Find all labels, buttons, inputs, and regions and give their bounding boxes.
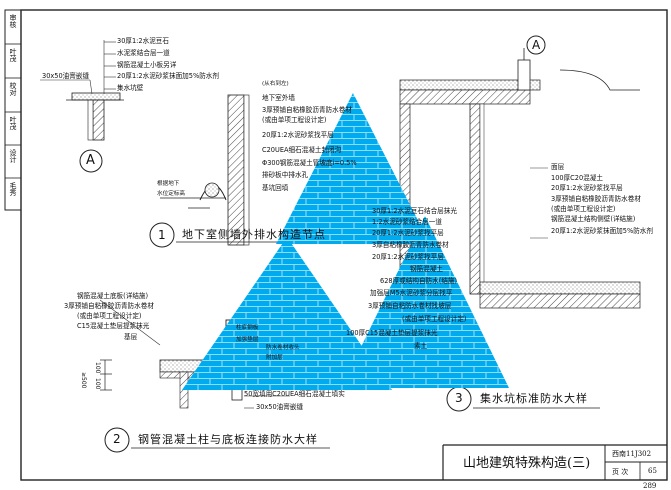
- detail-a-note-5: 集水坑壁: [117, 84, 144, 92]
- detail-3-left-note-1: 30厚1:2水泥豆石结合层抹光: [372, 207, 457, 215]
- detail-3-right-note-4: 3厚预铺自粘橡胶沥青防水卷材: [551, 195, 641, 203]
- detail-3-right-note-7: 20厚1:2水泥砂浆抹面加5%防水剂: [551, 227, 653, 235]
- detail-1-direction: (从右到左): [262, 81, 289, 87]
- page-number: 65: [648, 467, 657, 475]
- detail-a-note-2: 水泥浆结合层一道: [117, 49, 170, 57]
- detail-1-note-1: 地下室外墙: [262, 94, 295, 102]
- sidebar-label-6: 毛秀: [9, 182, 17, 196]
- page-label: 页 次: [612, 468, 629, 476]
- sheet-title: 山地建筑特殊构造(三): [463, 456, 591, 471]
- detail-1-note-5: C20UEA细石混凝土封闭沟: [262, 146, 342, 154]
- detail-3-right-note-6: 钢筋混凝土结构侧壁(详结施): [551, 215, 636, 223]
- detail-a-strip-label: 30x50油膏嵌缝: [42, 72, 90, 80]
- detail-1-side-label-1: 根据地下: [157, 181, 180, 187]
- detail-1-title: 地下室侧墙外排水构造节点: [182, 228, 326, 241]
- detail-2-inner-note-3: 防水卷材收头: [266, 345, 300, 351]
- sheet-number: 289: [643, 482, 657, 490]
- detail-3-left-note-12: 素土: [414, 342, 428, 350]
- detail-3-marker: A: [532, 38, 541, 52]
- detail-2-inner-note-2: 加强垫层: [236, 337, 259, 343]
- sheet-frame: [20, 9, 668, 481]
- detail-a-marker: A: [86, 153, 95, 168]
- detail-1-side-label-2: 水位定标高: [157, 191, 185, 197]
- detail-3-left-note-6: 钢筋混凝土: [410, 265, 443, 273]
- detail-3-right-note-3: 20厚1:2水泥砂浆找平层: [551, 184, 623, 192]
- detail-3-right-note-2: 100厚C20混凝土: [551, 174, 603, 182]
- detail-3-title: 集水坑标准防水大样: [480, 392, 588, 405]
- detail-2-inner-note-4: 附加层: [266, 355, 283, 361]
- detail-2-dim-2: 100: [94, 362, 101, 374]
- detail-3-number: 3: [455, 391, 463, 405]
- detail-3-left-note-10: (或由单项工程设计定): [402, 315, 467, 323]
- detail-3-left-note-9: 3厚预铺自粘防水卷材找坡层: [368, 302, 452, 310]
- detail-2-number: 2: [113, 432, 121, 446]
- detail-2-note-2: 3厚预铺自粘橡胶沥青防水卷材: [64, 302, 154, 310]
- detail-3-left-note-5: 20厚1:2水泥砂浆找平层: [372, 253, 444, 261]
- detail-2-inner-note-1: 柱底钢板: [236, 325, 259, 331]
- detail-a-note-4: 20厚1:2水泥砂浆抹面加5%防水剂: [117, 72, 219, 80]
- detail-2-dim-3: 100: [94, 378, 101, 390]
- atlas-number: 西南11J302: [612, 450, 652, 458]
- detail-1-drawing: [149, 94, 330, 248]
- detail-3-left-note-7: 628厚或结构自防水(结施): [380, 277, 458, 285]
- detail-1-note-7: 排砂板中排水孔: [262, 171, 309, 179]
- detail-2-dim-1: ≥500: [80, 372, 87, 389]
- detail-3-left-note-4: 3厚自粘橡胶沥青防水卷材: [372, 241, 449, 249]
- detail-3-left-note-2: 1:2水泥砂浆结合层一道: [372, 218, 442, 226]
- detail-3-right-note-1: 面层: [551, 163, 565, 171]
- detail-2-title: 钢管混凝土柱与底板连接防水大样: [138, 433, 318, 446]
- sidebar-label-5: 设计: [9, 149, 17, 163]
- detail-1-number: 1: [158, 228, 166, 242]
- detail-2-bottom-note-2: 30x50油膏嵌缝: [256, 403, 304, 411]
- detail-a-drawing: [40, 40, 124, 173]
- detail-a-note-1: 30厚1:2水泥豆石: [117, 37, 169, 45]
- detail-3-left-note-11: 100厚C15混凝土垫层提浆抹光: [346, 329, 438, 337]
- approval-strip: [4, 9, 22, 211]
- triangle-brick-top: [276, 93, 430, 244]
- detail-2-note-3: (或由单项工程设计定): [77, 312, 142, 320]
- sidebar-label-3: 校对: [9, 82, 17, 96]
- detail-3-left-note-3: 20厚1:2水泥砂浆找平层: [372, 229, 444, 237]
- detail-2-note-5: 基层: [124, 333, 138, 341]
- detail-1-note-4: 20厚1:2水泥砂浆找平层: [262, 131, 334, 139]
- detail-2-note-1: 钢筋混凝土底板(详结施): [77, 292, 149, 300]
- sidebar-label-4: 叶茂: [9, 116, 17, 130]
- detail-2-note-4: C15混凝土垫层提浆抹光: [77, 322, 150, 330]
- sidebar-label-2: 叶茂: [9, 48, 17, 62]
- detail-1-note-3: (或由单项工程设计定): [262, 116, 327, 124]
- sidebar-label-1: 审核: [9, 14, 17, 28]
- triangle-brick-right: [341, 216, 509, 388]
- detail-2-bottom-note-1: 50宽填用C20UEA细石混凝土填实: [244, 390, 345, 398]
- detail-3-right-note-5: (或由单项工程设计定): [551, 205, 616, 213]
- title-block: [442, 444, 667, 480]
- detail-1-note-2: 3厚预铺自粘橡胶沥青防水卷材: [262, 106, 352, 114]
- detail-a-note-3: 钢筋混凝土小板另详: [117, 61, 177, 69]
- detail-1-note-6: Φ300钢筋混凝土管坡度i=0.5%: [262, 159, 357, 167]
- detail-3-left-note-8: 加强层M5水泥砂浆分层找平: [370, 289, 453, 297]
- detail-1-note-8: 基坑回填: [262, 184, 289, 192]
- triangle-brick-left: [182, 237, 392, 390]
